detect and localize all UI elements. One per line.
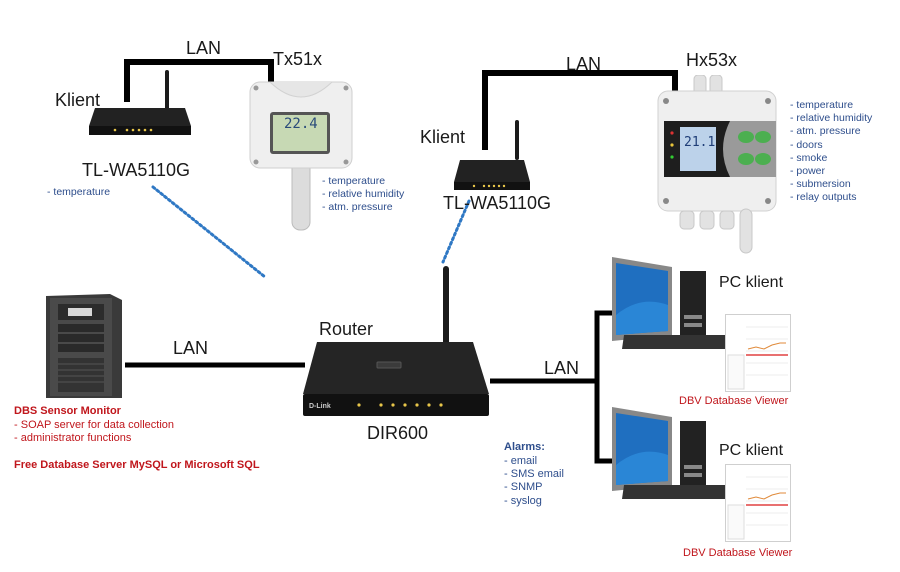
server-feature-item: SOAP server for data collection <box>14 419 174 432</box>
capability-item: power <box>790 165 872 178</box>
server-tower-icon <box>40 290 126 400</box>
hx53x-display-value: 21.1 <box>684 135 716 150</box>
access-point-right-icon <box>452 120 532 195</box>
server-feature-item: administrator functions <box>14 432 174 445</box>
lan-cable-pc-bus <box>594 310 612 464</box>
sensor-hx53x-name: Hx53x <box>686 50 738 70</box>
access-point-left-icon <box>85 68 195 138</box>
hx53x-sensor-icon: 21.1 <box>650 74 780 255</box>
router-brand: D-Link <box>309 403 331 410</box>
capability-item: relay outputs <box>790 191 872 204</box>
server-info: DBS Sensor Monitor <box>14 405 121 417</box>
pc-top-app: DBV Database Viewer <box>679 395 789 407</box>
alarms-title: Alarms: <box>504 441 545 453</box>
capability-item: relative humidity <box>790 112 872 125</box>
lan-cable-client-right-to-hx53x <box>482 70 678 150</box>
capability-item: temperature <box>322 175 404 188</box>
router-model: DIR600 <box>367 423 429 443</box>
wireless-link-left <box>151 185 267 279</box>
capability-item: temperature <box>47 186 110 199</box>
server-features: SOAP server for data collection administ… <box>14 419 174 445</box>
sensor-tx51x-name: Tx51x <box>273 49 323 69</box>
capability-item: atm. pressure <box>790 125 872 138</box>
capability-item: temperature <box>790 99 872 112</box>
alarm-item: email <box>504 455 564 468</box>
capability-item: submersion <box>790 178 872 191</box>
pc-top-role: PC klient <box>719 274 784 291</box>
server-title: DBS Sensor Monitor <box>14 405 121 417</box>
tx51x-display-value: 22.4 <box>284 116 318 132</box>
capability-item: atm. pressure <box>322 201 404 214</box>
client-left-capabilities: temperature <box>47 186 110 199</box>
lan-label-top-left: LAN <box>186 38 222 58</box>
tx51x-capabilities: temperature relative humidity atm. press… <box>322 175 404 215</box>
router-role: Router <box>319 319 374 339</box>
tx51x-sensor-icon: 22.4 <box>248 72 354 232</box>
lan-label-top-right: LAN <box>566 54 602 74</box>
server-database: Free Database Server MySQL or Microsoft … <box>14 459 260 471</box>
client-right-role: Klient <box>420 127 466 147</box>
lan-label-server: LAN <box>173 338 209 358</box>
dbv-chart-thumbnail <box>725 464 791 542</box>
alarm-item: SNMP <box>504 481 564 494</box>
lan-cable-client-left-to-tx51x <box>124 59 274 102</box>
pc-bottom-app: DBV Database Viewer <box>683 547 793 559</box>
wireless-link-right <box>441 199 471 264</box>
pc-client-top <box>610 255 791 400</box>
client-right-model: TL-WA5110G <box>443 193 552 213</box>
alarm-item: syslog <box>504 495 564 508</box>
alarm-item: SMS email <box>504 468 564 481</box>
capability-item: doors <box>790 139 872 152</box>
capability-item: smoke <box>790 152 872 165</box>
router-dir600-icon: D-Link <box>303 262 493 422</box>
client-left-role: Klient <box>55 90 101 110</box>
desktop-computer-icon <box>612 407 744 499</box>
dbv-chart-thumbnail <box>725 314 791 392</box>
desktop-computer-icon <box>612 257 744 349</box>
lan-label-pc: LAN <box>544 358 580 378</box>
pc-client-bottom <box>610 405 791 550</box>
hx53x-capabilities: temperature relative humidity atm. press… <box>790 99 872 205</box>
capability-item: relative humidity <box>322 188 404 201</box>
client-left-model: TL-WA5110G <box>82 160 191 180</box>
pc-bottom-role: PC klient <box>719 442 784 459</box>
alarms-list: email SMS email SNMP syslog <box>504 455 564 508</box>
